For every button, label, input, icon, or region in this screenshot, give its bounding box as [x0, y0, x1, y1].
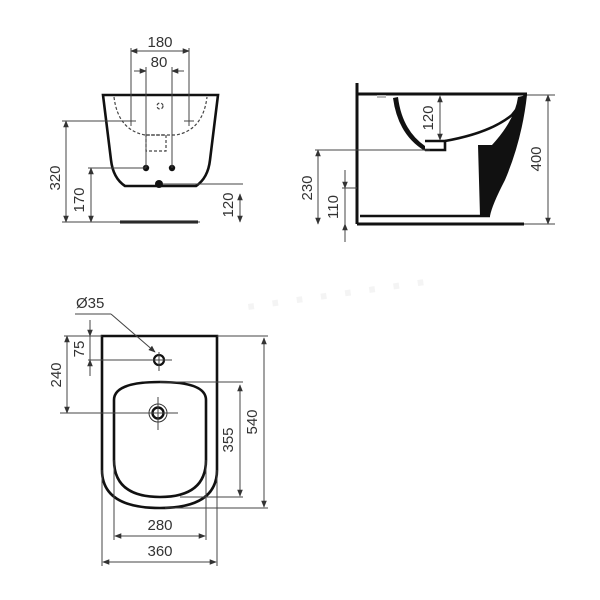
dim-80: 80: [151, 54, 168, 71]
front-view: 180 80 320 170 120: [47, 34, 243, 224]
svg-text:· · · · · · · ·: · · · · · · · ·: [243, 260, 432, 329]
top-view: Ø35 75 240 355 540 280 360: [48, 295, 268, 566]
dim-120-front: 120: [220, 192, 237, 217]
tap-hole-side: [377, 95, 386, 98]
dim-diameter-35: Ø35: [76, 295, 104, 312]
top-body-outline: [100, 334, 219, 510]
tap-hole-marks: [126, 116, 194, 126]
bowl-wall-back: [393, 97, 425, 151]
dim-355: 355: [220, 427, 237, 452]
outlet-side: [425, 139, 447, 152]
front-outlet-hidden: [145, 134, 167, 152]
front-bowl-hidden: [113, 96, 208, 136]
top-bowl-outline: [112, 380, 208, 499]
dim-540: 540: [244, 409, 261, 434]
dim-170: 170: [71, 187, 88, 212]
overflow-icon: [156, 102, 164, 110]
front-body-side: [478, 95, 527, 216]
dim-400: 400: [528, 146, 545, 171]
side-view: 120 230 110 400: [299, 83, 555, 242]
dim-280: 280: [147, 517, 172, 534]
dim-360: 360: [147, 543, 172, 560]
dim-230: 230: [299, 175, 316, 200]
dim-75: 75: [71, 341, 88, 358]
dim-320: 320: [47, 165, 64, 190]
watermark: · · · · · · · ·: [243, 260, 432, 329]
waste-point: [155, 180, 163, 188]
dim-120-side: 120: [420, 105, 437, 130]
dim-240: 240: [48, 362, 65, 387]
dim-180: 180: [147, 34, 172, 51]
front-body-outline: [101, 93, 220, 188]
dim-110: 110: [325, 195, 342, 219]
